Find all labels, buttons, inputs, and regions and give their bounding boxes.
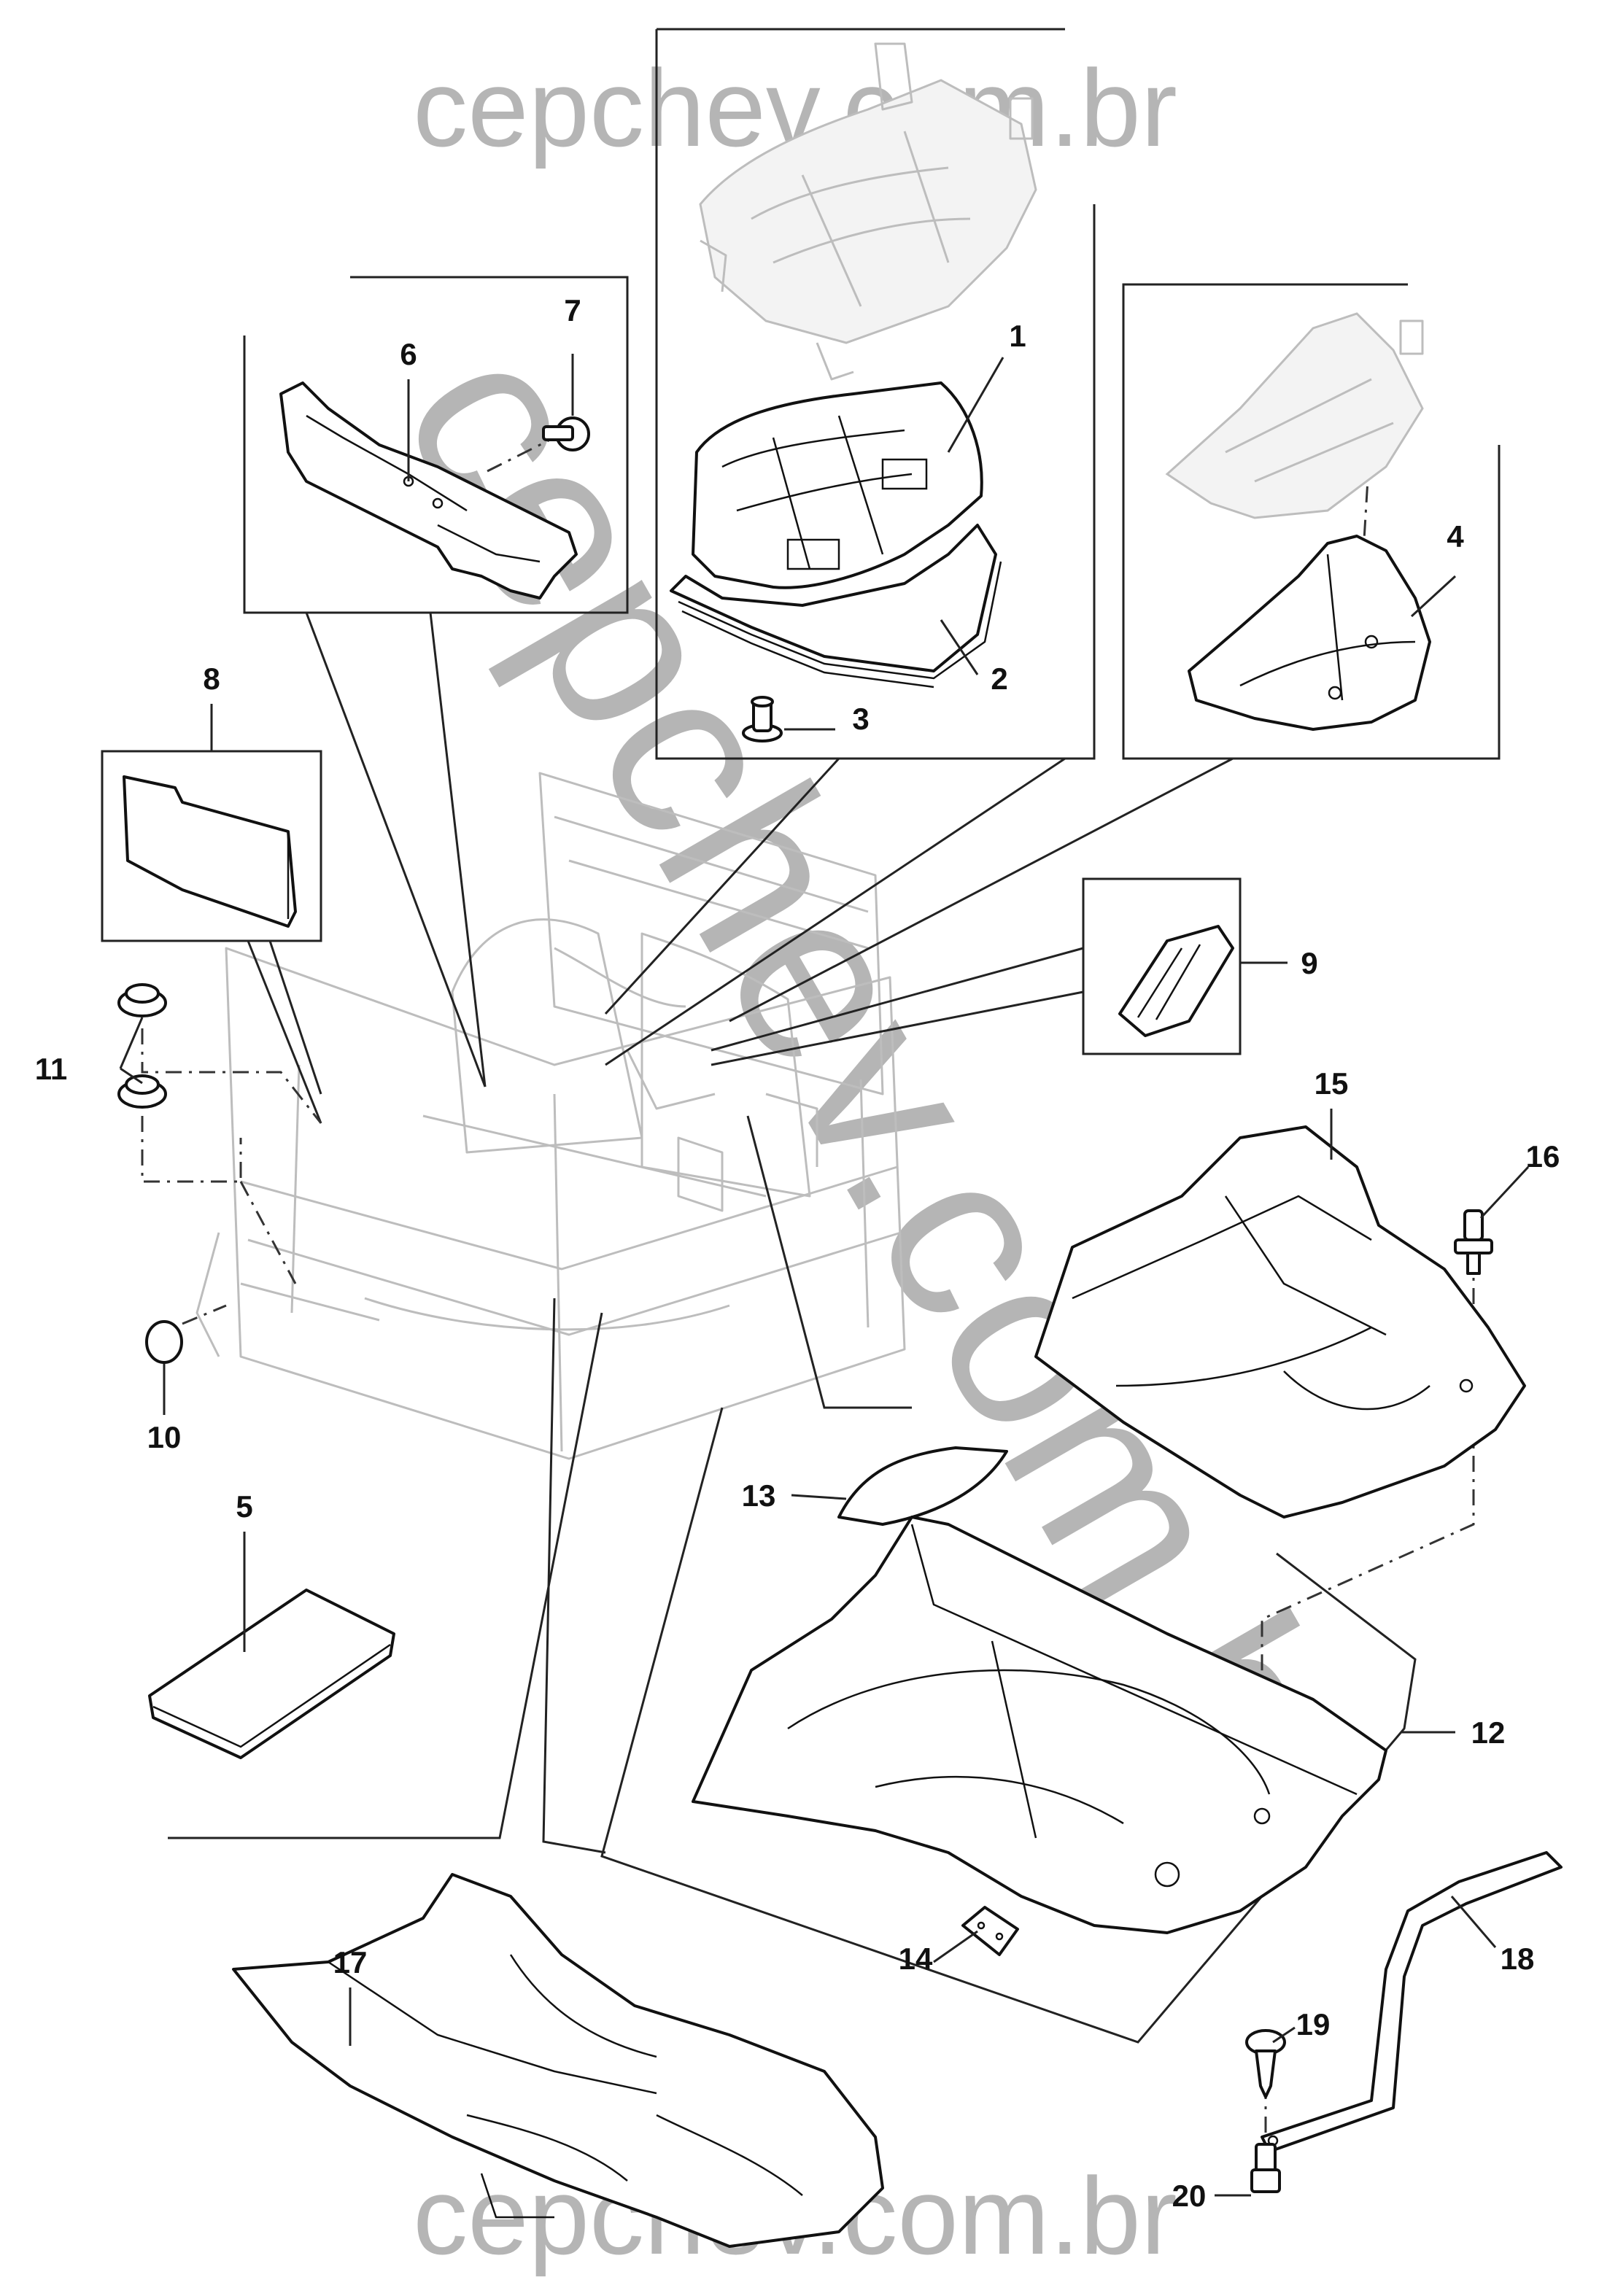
callout-12[interactable]: 12 (1471, 1715, 1506, 1750)
callout-2[interactable]: 2 (991, 662, 1007, 696)
part-4-assembly-ghost (1165, 312, 1424, 519)
callout-6[interactable]: 6 (400, 337, 417, 371)
part-6-bracket (279, 381, 578, 600)
part-18-rail (1261, 1851, 1563, 2153)
callout-4[interactable]: 4 (1447, 519, 1464, 554)
callout-17[interactable]: 17 (333, 1945, 368, 1979)
part-4-panel (1188, 535, 1431, 731)
part-3-fastener (742, 696, 783, 742)
callout-leaders (119, 354, 1530, 2197)
detail-frames (101, 28, 1501, 2044)
callout-labels: 1 2 3 4 5 6 7 8 9 10 11 12 13 14 15 16 1… (35, 293, 1560, 2213)
callout-15[interactable]: 15 (1315, 1066, 1349, 1101)
frame-leader-lines (168, 612, 1234, 1854)
callout-9[interactable]: 9 (1301, 946, 1317, 980)
part-20-screw (1250, 2143, 1281, 2193)
seat-assembly-ghost (699, 42, 1037, 381)
callout-5[interactable]: 5 (236, 1489, 252, 1524)
part-10-plug (145, 1320, 183, 1364)
part-12-trunk-floor (692, 1516, 1387, 1934)
part-19-screw (1245, 2029, 1286, 2098)
callout-3[interactable]: 3 (852, 702, 869, 736)
callout-10[interactable]: 10 (147, 1420, 182, 1454)
callout-19[interactable]: 19 (1296, 2007, 1331, 2041)
callout-18[interactable]: 18 (1501, 1942, 1535, 1976)
part-1-cover (692, 381, 983, 589)
part-11-grommets (117, 983, 167, 1109)
callout-7[interactable]: 7 (564, 293, 581, 327)
part-14-plate (961, 1906, 1019, 1956)
callout-14[interactable]: 14 (899, 1942, 933, 1976)
part-17-floor-carpet (232, 1873, 884, 2248)
part-16-bolt (1454, 1209, 1493, 1275)
part-2-mat (670, 524, 1002, 689)
callout-1[interactable]: 1 (1009, 319, 1026, 353)
vehicle-body-ghost (195, 772, 906, 1460)
callout-11[interactable]: 11 (35, 1052, 67, 1086)
callout-20[interactable]: 20 (1172, 2179, 1207, 2213)
part-5-pad (148, 1589, 395, 1759)
part-9-clip (1118, 925, 1234, 1037)
callout-13[interactable]: 13 (742, 1478, 776, 1513)
callout-16[interactable]: 16 (1526, 1139, 1560, 1174)
part-15-tray (1034, 1125, 1526, 1519)
part-8-strip (123, 775, 297, 928)
callout-8[interactable]: 8 (203, 662, 220, 696)
part-13-panel (837, 1446, 1008, 1526)
part-7-bolt (542, 416, 590, 451)
